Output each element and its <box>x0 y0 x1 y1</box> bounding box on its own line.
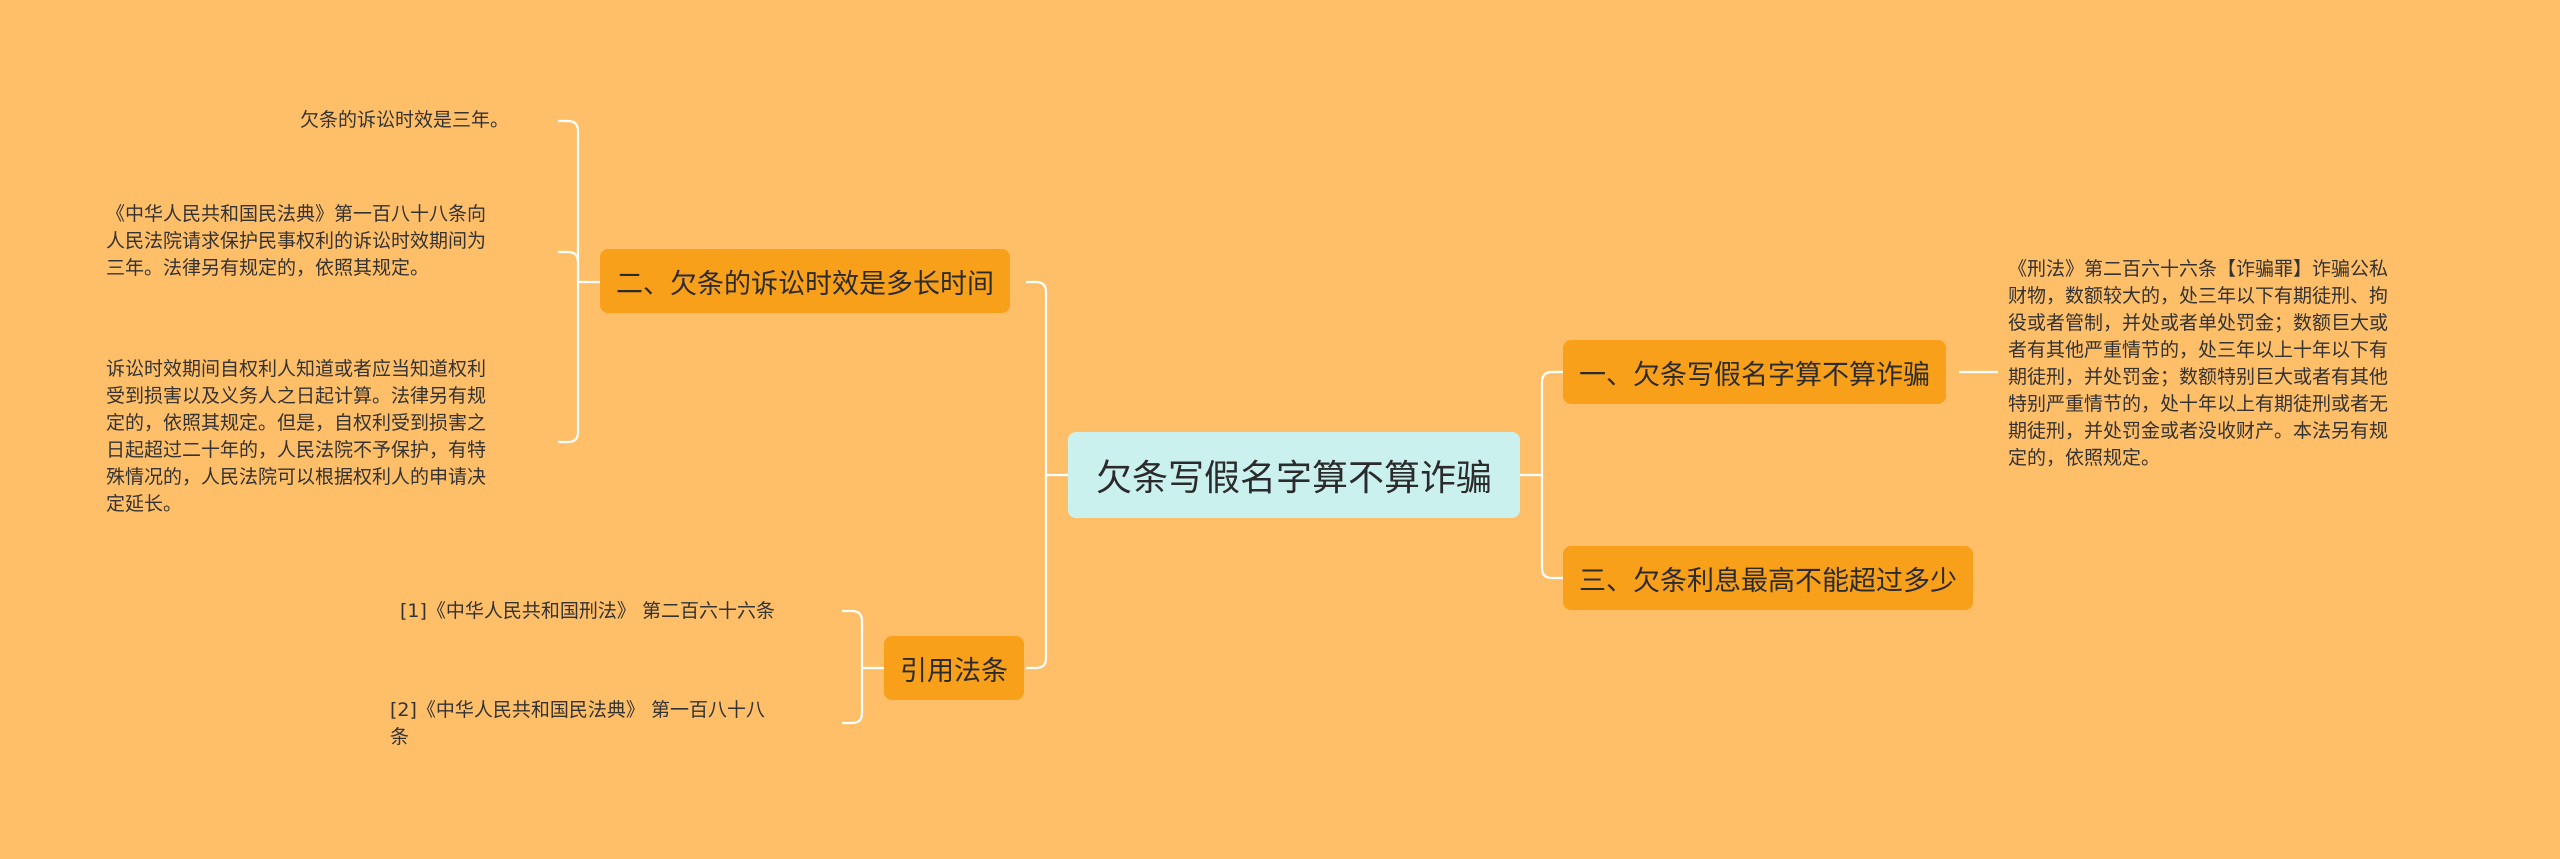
connector-b4-leaf-a <box>842 609 884 670</box>
branch-max-interest[interactable]: 三、欠条利息最高不能超过多少 <box>1563 546 1973 610</box>
connector-b2-leaf-c <box>558 282 580 444</box>
leaf-civil-code-188: 《中华人民共和国民法典》第一百八十八条向 人民法院请求保护民事权利的诉讼时效期间… <box>106 203 487 279</box>
root-topic[interactable]: 欠条写假名字算不算诈骗 <box>1068 432 1520 518</box>
connector-root-b1 <box>1520 370 1563 477</box>
branch-is-fake-name-fraud[interactable]: 一、欠条写假名字算不算诈骗 <box>1563 340 1946 404</box>
connector-root-b4 <box>1026 475 1048 670</box>
leaf-citation-criminal-law: [1]《中华人民共和国刑法》 第二百六十六条 <box>400 600 775 622</box>
connector-b4-leaf-b <box>842 668 864 725</box>
leaf-citation-civil-code: [2]《中华人民共和国民法典》 第一百八十八 条 <box>390 699 765 748</box>
leaf-three-years: 欠条的诉讼时效是三年。 <box>300 109 510 131</box>
leaf-limitation-start: 诉讼时效期间自权利人知道或者应当知道权利 受到损害以及义务人之日起计算。法律另有… <box>106 358 487 515</box>
connector-root-b3 <box>1540 475 1563 580</box>
branch-cited-laws[interactable]: 引用法条 <box>884 636 1024 700</box>
connector-b2-leaf-b <box>558 250 580 282</box>
connector-root-b2 <box>1026 280 1068 477</box>
connector-b2-leaf-a <box>558 119 600 284</box>
branch-limitation-period[interactable]: 二、欠条的诉讼时效是多长时间 <box>600 249 1010 313</box>
leaf-criminal-law-article: 《刑法》第二百六十六条【诈骗罪】诈骗公私 财物，数额较大的，处三年以下有期徒刑、… <box>2008 258 2389 469</box>
